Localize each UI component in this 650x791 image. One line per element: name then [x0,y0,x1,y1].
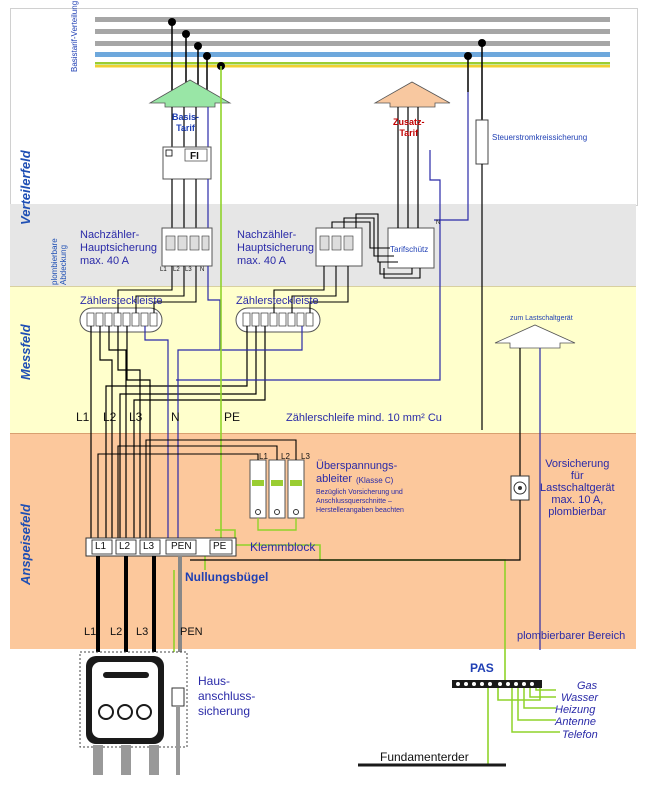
tarif-routing [331,213,421,279]
terminal-pe: PE [213,541,227,552]
tarifschuetz-n-label: N [436,220,441,226]
ueberspannungsableiter [249,459,305,519]
plombierbarer-bereich-label: plombierbarer Bereich [517,630,626,642]
busbar-taps [171,22,483,120]
fuse1-l1: L1 [160,267,167,273]
basis-wires [171,107,197,147]
klemmblock [85,537,237,557]
feed-l2: L2 [110,626,123,638]
nullungsbuegel-label: Nullungsbügel [185,570,269,584]
gas-label: Gas [577,680,598,692]
basistarif-busbars [95,17,610,68]
nachzaehler-2-label: Nachzähler- Hauptsicherung max. 40 A [237,229,315,267]
tarifschuetz [387,227,435,269]
zaehlersteckleiste-2 [235,307,321,333]
ueberspannung-title: Überspannungs- ableiter [316,460,398,485]
pas-ground-wires [511,688,560,733]
nachzaehler-fuse-1 [161,227,213,267]
zusatz-tarif-arrow [373,81,451,108]
wasser-label: Wasser [561,692,599,704]
messfeld-l1: L1 [76,410,90,424]
vorsicherung-label: Vorsicherung für Lastschaltgerät max. 10… [540,458,615,518]
section-label-messfeld: Messfeld [18,324,33,380]
section-label-anspeisefeld: Anspeisefeld [18,504,33,585]
zaehlersteckleiste-2-label: Zählersteckleiste [236,295,319,307]
lastschaltgeraet-arrow [494,324,576,349]
spd-l1: L1 [259,452,268,461]
klemmblock-label: Klemmblock [250,540,316,554]
zaehlerschleife-label: Zählerschleife mind. 10 mm² Cu [286,412,442,424]
pas-bar [452,680,542,688]
fuse2-to-steckleiste [273,266,349,313]
spd-l3: L3 [301,452,310,461]
tarifschuetz-label: Tarifschütz [390,245,429,254]
steuerstrom-label: Steuerstromkreissicherung [492,133,588,142]
fuse1-n: N [200,267,205,273]
fuse1-l2: L2 [173,267,180,273]
messfeld-pe: PE [224,410,241,424]
terminal-pen: PEN [171,541,192,552]
nachzaehler-1-label: Nachzähler- Hauptsicherung max. 40 A [80,229,158,267]
section-label-abdeckung: plombierbare Abdeckung [50,238,68,285]
fi-to-fuse-wires [171,179,197,230]
antenne-label: Antenne [555,716,596,728]
fuse1-l3: L3 [185,267,192,273]
zaehlersteckleiste-1-label: Zählersteckleiste [80,295,163,307]
fi-label: FI [190,151,199,162]
messfeld-l2: L2 [103,410,117,424]
feed-l3: L3 [136,626,149,638]
zaehlersteckleiste-1 [79,307,163,333]
zusatz-tarif-label: Zusatz- Tarif [393,117,425,138]
klasse-c-label: (Klasse C) [356,476,394,485]
messfeld-down-wires [90,326,266,540]
fuse1-to-steckleiste [117,266,197,313]
feed-pen: PEN [180,626,203,638]
basistarif-verteilung-label: Basistarif-Verteilung [70,0,79,72]
fi-switch [162,146,212,180]
pas-label: PAS [470,661,494,675]
section-label-verteilerfeld: Verteilerfeld [18,150,33,225]
messfeld-n: N [171,410,180,424]
terminal-l2: L2 [119,541,131,552]
telefon-label: Telefon [562,729,598,741]
ueberspannung-note: Bezüglich Vorsicherung und Anschlussquer… [316,489,404,514]
nachzaehler-fuse-2 [315,227,363,267]
heizung-label: Heizung [555,704,596,716]
zusatz-wires [397,107,419,228]
basis-tarif-label: Basis- Tarif [172,112,200,133]
spd-l2: L2 [281,452,290,461]
terminal-l1: L1 [95,541,107,552]
basis-tarif-arrow [148,79,232,108]
spd-wires [97,439,297,540]
hausanschluss-label: Haus- anschluss- sicherung [198,674,256,718]
terminal-l3: L3 [143,541,155,552]
messfeld-l3: L3 [129,410,143,424]
zum-lastschaltgeraet-label: zum Lastschaltgerät [510,315,573,322]
main-feed-cables [96,556,156,656]
vorsicherung-fuse [190,475,530,561]
fundamenterder-label: Fundamenterder [380,750,469,764]
feed-l1: L1 [84,626,97,638]
hausanschluss-box [79,651,188,775]
steuerstrom-fuse [434,92,489,221]
